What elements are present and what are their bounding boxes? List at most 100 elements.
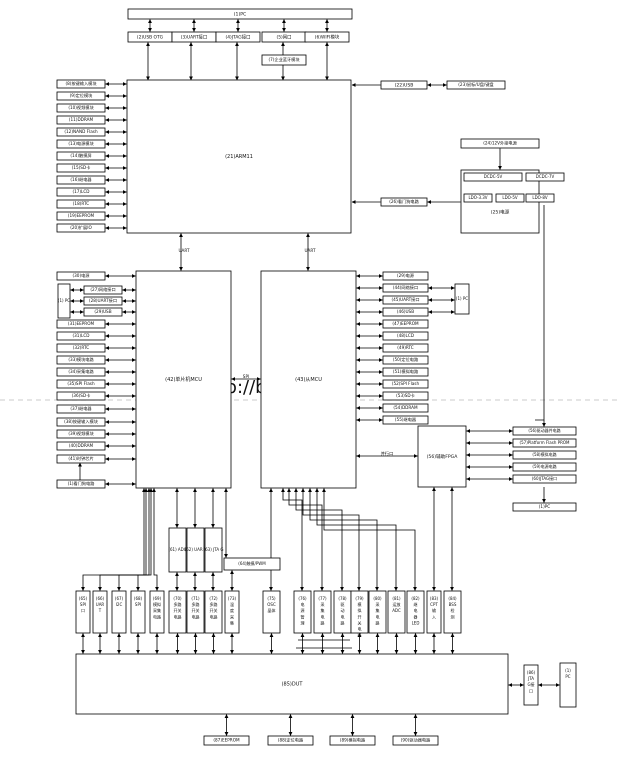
mcu2-peripheral-0-box <box>382 271 429 281</box>
mcu1-peripheral-3-box <box>56 343 106 353</box>
mcu1-bus-0-label: (27)网络接口 <box>90 286 115 293</box>
mcu2-peripheral-11-label: (54)DDRAM <box>393 405 418 410</box>
arm-peripheral-3-box <box>56 115 106 125</box>
mcu2-peripheral-12-label: (55)继电器 <box>395 416 417 423</box>
dut-peripheral-1-label: (88)定位电路 <box>278 737 304 744</box>
module-7-label: (72)多路开关电路 <box>209 596 218 619</box>
fpga-pc-box <box>512 502 577 512</box>
arm-peripheral-4-box <box>56 127 106 137</box>
mcu1-peripheral-12-label: (41)时钟芯片 <box>68 455 93 462</box>
arm11-processor-box <box>126 79 352 234</box>
mcu1-peripheral-12-box <box>56 454 106 464</box>
module-2-label: (67)I2C <box>115 596 124 607</box>
dut-jtag-box <box>523 664 539 706</box>
arm-peripheral-1-label: (9)定位模块 <box>70 92 93 99</box>
arm-peripheral-2-label: (10)视频模块 <box>68 104 94 111</box>
module-14-label: (80)采集电路 <box>373 596 382 625</box>
mcu2-peripheral-6-box <box>382 343 429 353</box>
watchdog-circuit-box <box>380 197 428 207</box>
connector <box>152 488 159 591</box>
arm-peripheral-6-box <box>56 151 106 161</box>
mcu2-peripheral-2-label: (45)UART接口 <box>391 296 419 303</box>
arm-peripheral-5-box <box>56 139 106 149</box>
aux-fpga-label: (56)辅助FPGA <box>427 453 459 460</box>
mcu2-peripheral-4-box <box>382 319 429 329</box>
mcu2-pc-box <box>454 283 470 315</box>
dut-pc-box <box>559 662 577 708</box>
arm-peripheral-10-box <box>56 199 106 209</box>
arm-peripheral-3-label: (11)DDRAM <box>69 117 94 122</box>
fpga-peripheral-0-label: (56)驱动器件电路 <box>528 427 560 433</box>
slave-mcu-box <box>260 270 357 489</box>
usb-input-devices-box <box>446 80 506 90</box>
mcu1-peripheral-11-label: (40)DDRAM <box>69 443 94 448</box>
mcu2-peripheral-9-box <box>382 379 429 389</box>
module-13-label: (79)模拟开关电路 <box>355 596 364 638</box>
module-4-box <box>149 590 165 634</box>
mcu1-bus-1-label: (28)UART接口 <box>89 297 117 304</box>
dut-peripheral-2-box <box>329 735 376 746</box>
fpga-peripheral-0-box <box>512 426 577 436</box>
external-12v-supply-label: (24)12V外接电源 <box>483 140 517 147</box>
module-13-box <box>350 590 369 634</box>
arm-peripheral-10-label: (18)RTC <box>73 201 90 206</box>
connector <box>308 488 379 591</box>
arm-peripheral-2-box <box>56 103 106 113</box>
adc-block-box <box>168 527 187 573</box>
bluetooth-module-box <box>261 54 307 66</box>
top-port-1-label: (3)UART接口 <box>181 34 208 41</box>
power-rail-0-box <box>463 172 523 182</box>
mcu2-peripheral-9-label: (52)SPI Flash <box>392 381 420 386</box>
fpga-peripheral-1-label: (57)Platform Flash PROM <box>520 440 570 445</box>
arm-peripheral-0-label: (8)按键输入模块 <box>65 80 97 87</box>
arm-peripheral-7-label: (15)SD卡 <box>72 164 91 171</box>
connector <box>315 488 398 591</box>
top-port-4-label: (6)WIFI模块 <box>315 34 340 41</box>
arm-peripheral-0-box <box>56 79 106 89</box>
dut-peripheral-3-box <box>392 735 439 746</box>
mcu1-watchdog-label: (1)看门狗电路 <box>68 480 96 487</box>
mcu1-bus-0-box <box>83 285 123 295</box>
mcu1-peripheral-7-label: (36)SD卡 <box>72 392 91 399</box>
mcu1-peripheral-11-box <box>56 441 106 451</box>
mcu2-peripheral-1-box <box>382 283 429 293</box>
main-mcu-box <box>135 270 232 489</box>
mcu1-peripheral-5-box <box>56 367 106 377</box>
module-7-box <box>204 590 223 634</box>
jtag-block-label: (63) JTA G <box>204 547 224 552</box>
mcu1-pc-label: (1) PC <box>58 298 70 303</box>
main-mcu-label: (42)单片机MCU <box>165 376 202 383</box>
mcu1-peripheral-8-label: (37)继电器 <box>70 405 92 412</box>
uart-bus-label-right: UART <box>304 248 316 253</box>
uart-block-box <box>186 527 205 573</box>
aux-fpga-box <box>417 425 467 488</box>
arm-peripheral-12-label: (20)扩展IO <box>70 224 92 231</box>
module-6-label: (71)多路开关电路 <box>191 596 200 619</box>
power-rail-3-label: LDO-5V <box>502 195 518 200</box>
mcu2-peripheral-11-box <box>382 403 429 413</box>
module-2-box <box>111 590 127 634</box>
parallel-bus-label: 并行口 <box>381 450 394 457</box>
mcu1-peripheral-9-label: (38)按键输入模块 <box>64 418 99 425</box>
uart-bus-label-left: UART <box>178 248 190 253</box>
mcu1-peripheral-1-label: (31)EEPROM <box>68 321 95 326</box>
power-rail-0-label: DCDC-5V <box>484 174 503 179</box>
mcu2-peripheral-5-label: (48)LCD <box>397 333 414 338</box>
dut-peripheral-0-label: (87)EEPROM <box>213 738 240 743</box>
device-under-test-label: (85)DUT <box>282 682 304 688</box>
mcu2-peripheral-0-label: (29)电源 <box>397 272 415 279</box>
mcu1-peripheral-6-label: (35)SPI Flash <box>67 381 95 386</box>
module-10-box <box>293 590 312 634</box>
spi-bus-label: SPI <box>243 374 249 379</box>
module-17-box <box>426 590 442 634</box>
mcu1-peripheral-6-box <box>56 379 106 389</box>
dut-pc-label: (1)PC <box>565 668 571 679</box>
mcu2-peripheral-7-box <box>382 355 429 365</box>
